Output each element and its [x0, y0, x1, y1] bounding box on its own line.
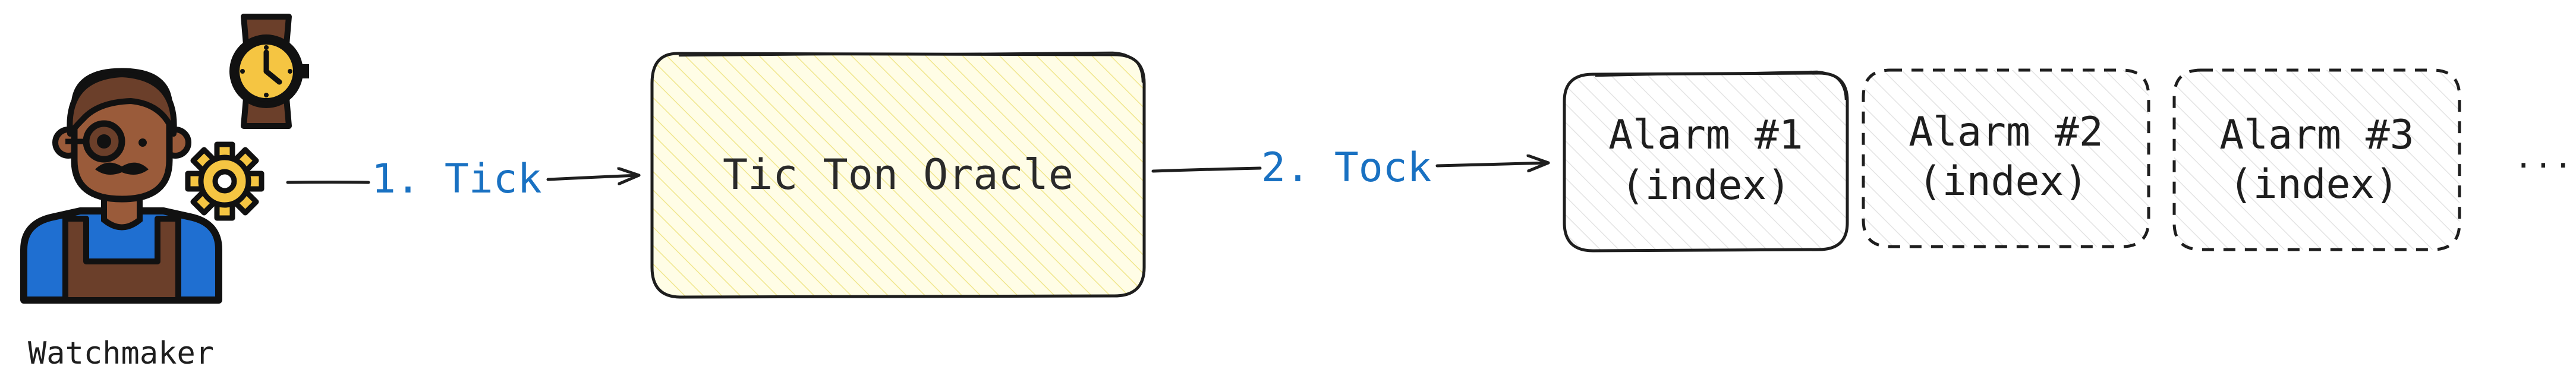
more-alarms-ellipsis: ...: [2514, 140, 2574, 175]
edge-label-tock: 2. Tock: [1261, 144, 1432, 191]
wristwatch-icon: [229, 14, 309, 129]
alarm-subtitle: (index): [1621, 162, 1791, 209]
alarm-box-2: Alarm #2 (index): [1862, 68, 2150, 248]
edge-label-tick: 1. Tick: [371, 156, 542, 203]
alarm-box-3: Alarm #3 (index): [2172, 68, 2461, 251]
alarm-title: Alarm #2: [1909, 109, 2103, 156]
alarm-title: Alarm #1: [1608, 112, 1803, 159]
monocle-icon: [65, 120, 125, 163]
actor-label: Watchmaker: [28, 336, 214, 371]
alarm-subtitle: (index): [1918, 158, 2089, 205]
alarm-title: Alarm #3: [2219, 112, 2414, 159]
oracle-label: Tic Ton Oracle: [723, 150, 1073, 199]
oracle-box: [650, 51, 1146, 299]
edge-tock: [1151, 163, 1550, 173]
alarm-box-1: Alarm #1 (index): [1563, 70, 1849, 253]
gear-icon: [185, 141, 264, 221]
edge-tick: [286, 175, 641, 182]
alarm-subtitle: (index): [2229, 161, 2399, 208]
